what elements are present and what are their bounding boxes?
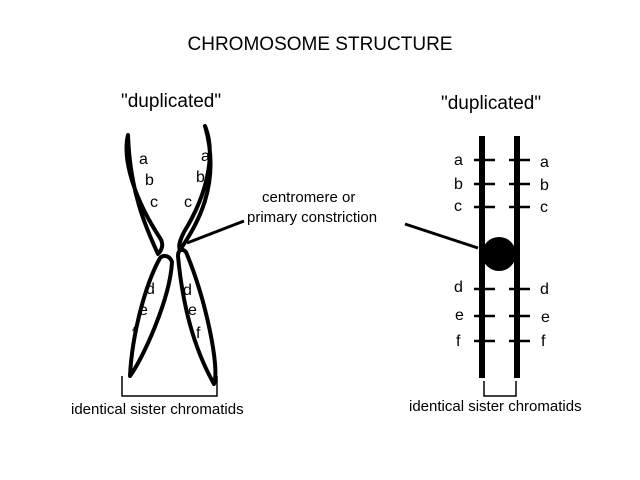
left-pointer-line bbox=[186, 219, 245, 245]
lower-right-letter-f: f bbox=[196, 325, 201, 342]
right-duplicated-label: "duplicated" bbox=[441, 93, 542, 114]
upper-left-letter-c: c bbox=[150, 194, 158, 211]
upper-left-letter-b: b bbox=[145, 172, 154, 189]
upper-left-letter-a: a bbox=[139, 151, 148, 168]
centromere-label-line1: centromere or bbox=[262, 189, 356, 206]
diagram-title: CHROMOSOME STRUCTURE bbox=[187, 34, 453, 55]
straight-chromosome bbox=[474, 136, 530, 378]
lower-left-letter-f: f bbox=[132, 325, 137, 342]
right-right-letter-d: d bbox=[540, 281, 549, 298]
lower-right-letter-e: e bbox=[188, 302, 197, 319]
left-duplicated-label: "duplicated" bbox=[121, 91, 222, 112]
right-caption: identical sister chromatids bbox=[409, 398, 582, 415]
right-left-letter-c: c bbox=[454, 198, 462, 215]
right-bracket bbox=[483, 381, 517, 397]
upper-left-chromatid-arm bbox=[124, 133, 165, 256]
right-left-letter-e: e bbox=[455, 307, 464, 324]
x-chromosome bbox=[124, 124, 218, 386]
right-right-letter-e: e bbox=[541, 309, 550, 326]
upper-right-letter-a: a bbox=[201, 148, 210, 165]
left-bracket bbox=[121, 376, 218, 397]
right-right-letter-c: c bbox=[540, 199, 548, 216]
right-pointer-line bbox=[404, 222, 479, 250]
right-left-letter-a: a bbox=[454, 152, 463, 169]
right-left-letter-d: d bbox=[454, 279, 463, 296]
centromere-label-line2: primary constriction bbox=[247, 209, 378, 226]
lower-right-chromatid-arm bbox=[176, 247, 218, 386]
upper-right-letter-b: b bbox=[196, 169, 205, 186]
lower-right-letter-d: d bbox=[183, 282, 192, 299]
right-left-letter-b: b bbox=[454, 176, 463, 193]
right-left-letter-f: f bbox=[456, 333, 461, 350]
lower-left-chromatid-arm bbox=[128, 253, 174, 378]
right-right-letter-b: b bbox=[540, 177, 549, 194]
lower-left-letter-e: e bbox=[139, 302, 148, 319]
upper-right-letter-c: c bbox=[184, 194, 192, 211]
lower-left-letter-d: d bbox=[146, 281, 155, 298]
upper-right-chromatid-arm bbox=[177, 124, 213, 252]
left-caption: identical sister chromatids bbox=[71, 401, 244, 418]
right-right-letter-a: a bbox=[540, 154, 549, 171]
right-right-letter-f: f bbox=[541, 333, 546, 350]
gene-tick-marks bbox=[474, 158, 530, 343]
centromere bbox=[482, 237, 516, 271]
